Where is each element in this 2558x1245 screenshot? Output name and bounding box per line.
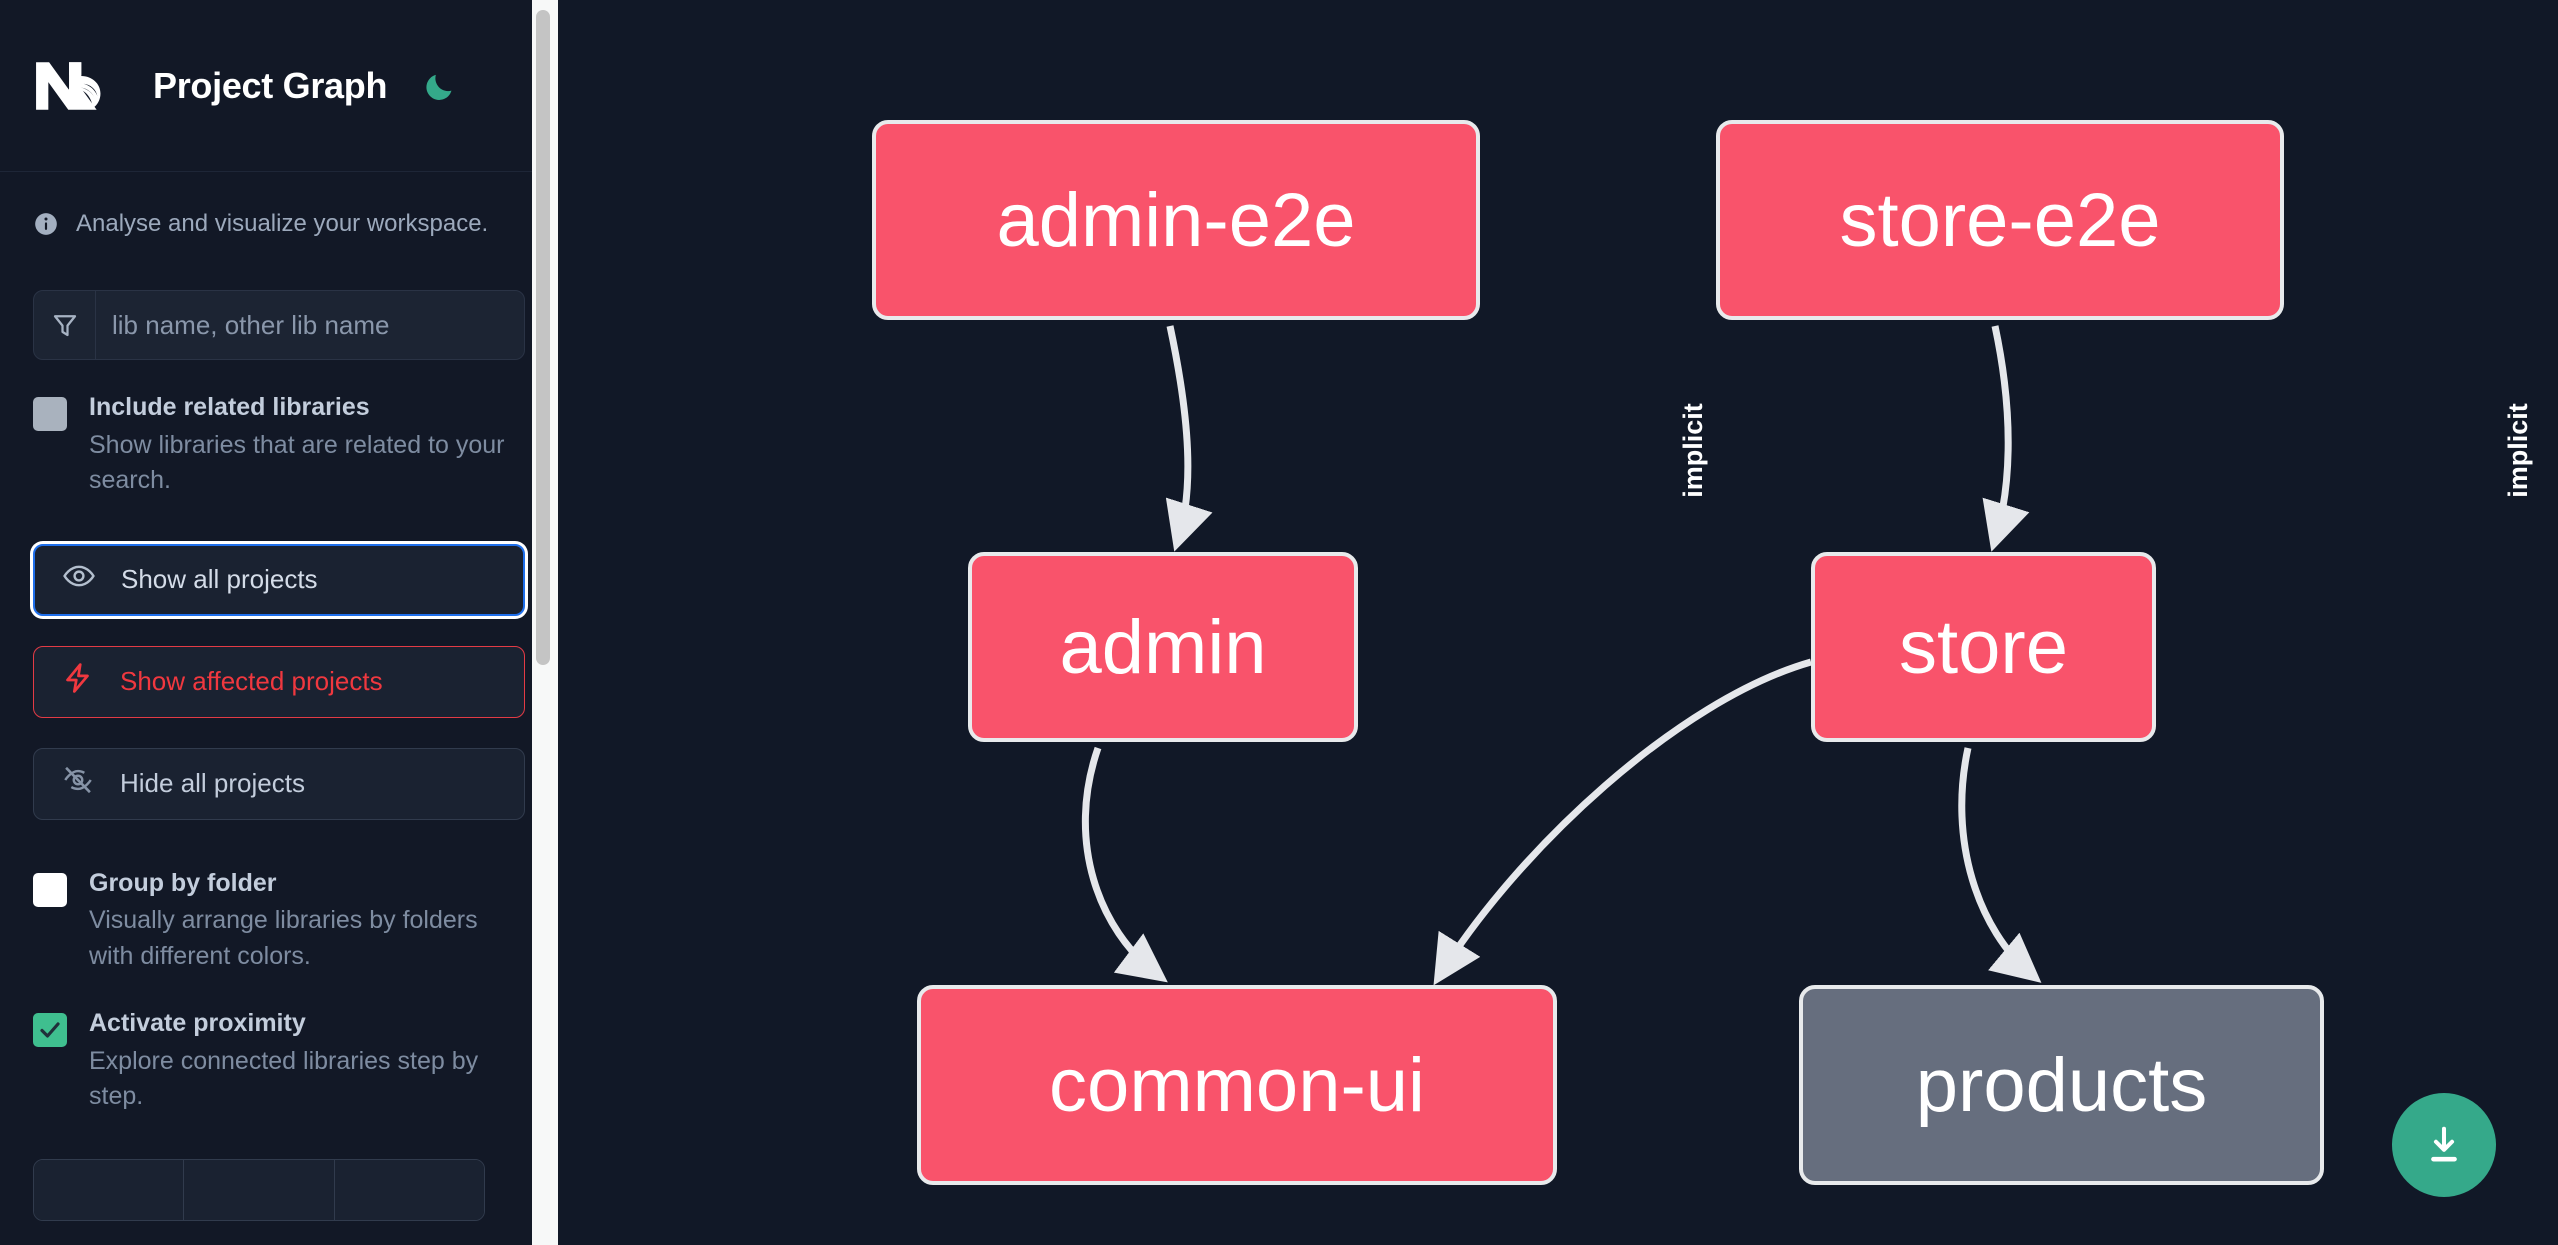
option-include-related-libraries[interactable]: Include related libraries Show libraries…: [33, 393, 525, 499]
search-input[interactable]: [96, 291, 524, 359]
lightning-icon: [61, 661, 95, 702]
download-icon: [2431, 1126, 2457, 1162]
info-banner-text: Analyse and visualize your workspace.: [76, 210, 489, 237]
graph-canvas[interactable]: admin-e2e store-e2e admin store common-ui pro…: [558, 0, 2558, 1245]
checkbox-activate-proximity[interactable]: [33, 1013, 67, 1047]
nx-logo-icon: [33, 56, 125, 116]
edge-store-products: [1958, 747, 2042, 983]
eye-icon: [62, 559, 96, 600]
show-all-projects-label: Show all projects: [121, 564, 318, 594]
show-all-projects-button[interactable]: Show all projects: [33, 543, 525, 616]
option-description: Show libraries that are related to your …: [89, 430, 505, 495]
filter-funnel-icon: [34, 291, 96, 359]
proximity-stepper-segment[interactable]: [34, 1159, 185, 1220]
sidebar-scrollbar-thumb[interactable]: [536, 10, 550, 665]
proximity-stepper-segment[interactable]: [184, 1159, 335, 1220]
option-description: Explore connected libraries step by step…: [89, 1046, 479, 1111]
proximity-stepper-segment[interactable]: [334, 1159, 484, 1220]
graph-node-products[interactable]: products: [1799, 985, 2324, 1185]
graph-node-store[interactable]: store: [1811, 552, 2156, 742]
graph-node-store-e2e[interactable]: store-e2e: [1716, 120, 2284, 320]
option-activate-proximity[interactable]: Activate proximity Explore connected lib…: [33, 1009, 525, 1115]
graph-edges: [1081, 325, 2042, 986]
option-group-by-folder[interactable]: Group by folder Visually arrange librari…: [33, 868, 525, 975]
edge-store-common-ui: [1433, 658, 1812, 986]
option-label: Activate proximity: [89, 1009, 306, 1037]
checkbox-include-related-libraries[interactable]: [33, 397, 67, 431]
checkmark-icon: [40, 1022, 60, 1038]
edge-store-e2e-store: [1982, 325, 2030, 552]
graph-node-admin[interactable]: admin: [968, 552, 1358, 742]
page-title: Project Graph: [153, 64, 388, 106]
sidebar: Project Graph Analyse and visualize your…: [0, 0, 558, 1245]
search-field[interactable]: [33, 290, 525, 360]
show-affected-projects-button[interactable]: Show affected projects: [33, 645, 525, 718]
project-visibility-buttons: Show all projects Show affected projects: [33, 543, 525, 820]
sidebar-scrollbar-track[interactable]: [532, 0, 558, 1245]
proximity-stepper[interactable]: [33, 1158, 485, 1221]
graph-node-admin-e2e[interactable]: admin-e2e: [872, 120, 1480, 320]
sidebar-body: Analyse and visualize your workspace. In…: [0, 210, 558, 1221]
sidebar-header: Project Graph: [0, 0, 558, 172]
edge-admin-e2e-admin: [1165, 325, 1213, 552]
download-button[interactable]: [2392, 1093, 2496, 1197]
checkbox-group-by-folder[interactable]: [33, 872, 67, 907]
option-label: Include related libraries: [89, 393, 370, 421]
moon-icon[interactable]: [417, 64, 461, 108]
option-description: Visually arrange libraries by folders wi…: [89, 906, 478, 970]
hide-all-projects-button[interactable]: Hide all projects: [33, 747, 525, 820]
graph-node-common-ui[interactable]: common-ui: [917, 985, 1557, 1185]
option-label: Group by folder: [89, 868, 277, 897]
eye-off-icon: [61, 763, 95, 804]
info-circle-icon: [33, 211, 59, 237]
edge-admin-common-ui: [1081, 746, 1168, 983]
hide-all-projects-label: Hide all projects: [120, 768, 305, 798]
info-banner: Analyse and visualize your workspace.: [33, 210, 525, 238]
show-affected-projects-label: Show affected projects: [120, 666, 383, 696]
